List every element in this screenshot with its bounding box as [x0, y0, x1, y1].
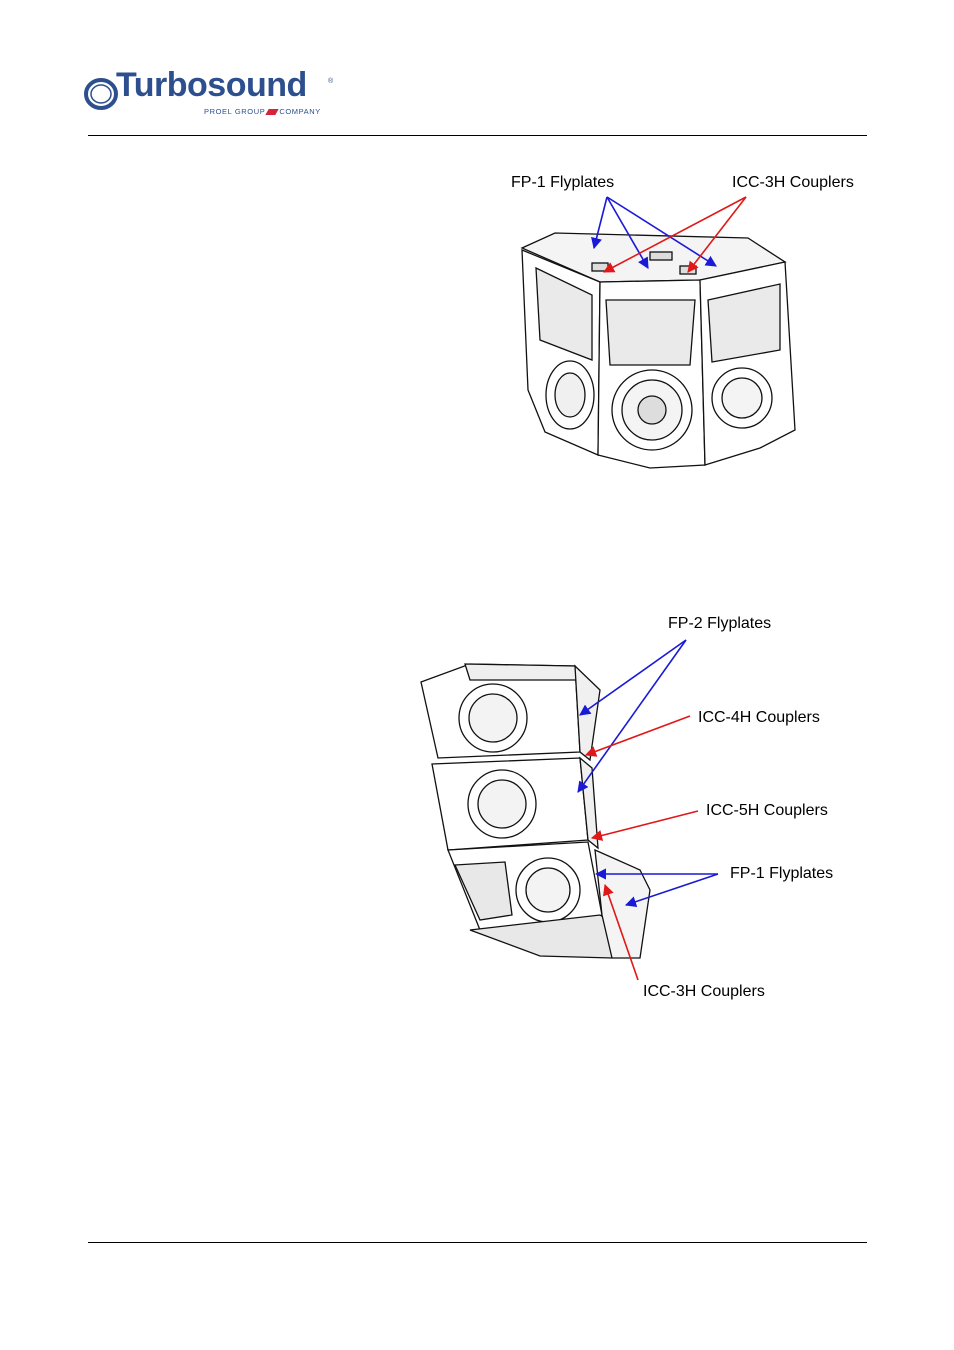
footer-rule — [88, 1242, 867, 1243]
icc5h-couplers-arrow — [592, 811, 698, 838]
icc4h-couplers-arrow — [586, 716, 690, 755]
horizontal-array-illustration — [522, 233, 795, 468]
